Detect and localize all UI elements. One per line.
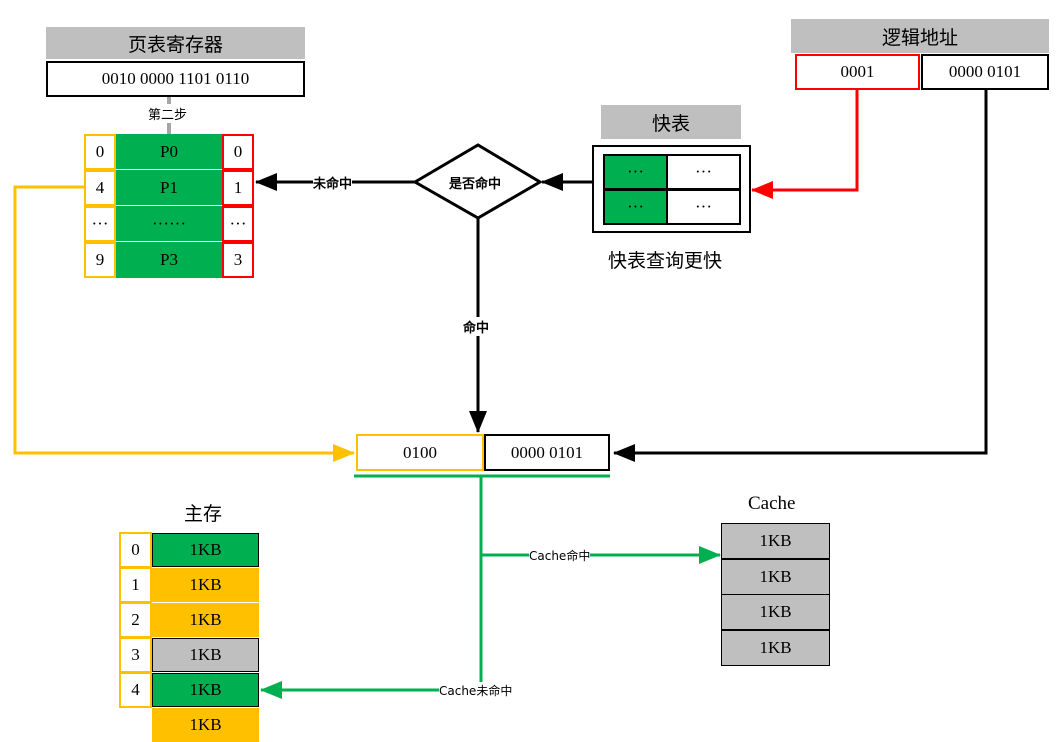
block-index-cell: 0 xyxy=(222,134,254,170)
cache-block: 1KB xyxy=(721,559,830,595)
memory-block: 1KB xyxy=(152,533,259,567)
page-index-cell: ··· xyxy=(84,206,116,242)
physical-frame-field: 0100 xyxy=(356,434,484,471)
memory-block: 1KB xyxy=(152,638,259,672)
tlb-title: 快表 xyxy=(601,105,741,139)
memory-block: 1KB xyxy=(152,708,259,742)
frame-cell: P0 xyxy=(116,134,222,169)
page-index-cell: 0 xyxy=(84,134,116,170)
frame-cell: ······ xyxy=(116,206,222,241)
tlb-cell: ··· xyxy=(666,154,741,190)
memory-index-cell: 3 xyxy=(119,637,152,673)
page-index-cell: 9 xyxy=(84,242,116,278)
main-memory-table: 0 1 2 3 4 1KB 1KB 1KB 1KB 1KB 1KB xyxy=(119,532,261,742)
step-label: 第二步 xyxy=(146,104,190,123)
block-index-cell: 3 xyxy=(222,242,254,278)
cache-miss-label: Cache未命中 xyxy=(439,682,513,699)
memory-block: 1KB xyxy=(152,568,259,602)
offset-arrow xyxy=(613,90,988,462)
page-number-arrow xyxy=(751,90,859,199)
miss-label: 未命中 xyxy=(313,173,353,192)
memory-block: 1KB xyxy=(152,603,259,637)
cache-hit-label: Cache命中 xyxy=(529,547,591,564)
offset-field: 0000 0101 xyxy=(921,54,1049,90)
block-index-cell: 1 xyxy=(222,170,254,206)
page-table: 0 4 ··· 9 P0 P1 ······ P3 0 1 ··· 3 xyxy=(84,134,256,278)
frame-number-arrow xyxy=(13,185,355,462)
tlb-caption: 快表查询更快 xyxy=(608,251,723,272)
tlb-cell: ··· xyxy=(666,189,741,225)
decision-diamond xyxy=(412,143,543,220)
cache-block: 1KB xyxy=(721,523,830,559)
tlb-cell: ··· xyxy=(603,189,668,225)
cache-title: Cache xyxy=(748,493,796,514)
page-register-title: 页表寄存器 xyxy=(46,27,305,59)
cache-table: 1KB 1KB 1KB 1KB xyxy=(721,523,830,666)
frame-cell: P1 xyxy=(116,170,222,205)
physical-offset-field: 0000 0101 xyxy=(484,434,610,471)
page-index-cell: 4 xyxy=(84,170,116,206)
hit-label: 命中 xyxy=(463,317,490,336)
decision-label: 是否命中 xyxy=(449,177,502,192)
memory-index-cell: 2 xyxy=(119,602,152,638)
cache-block: 1KB xyxy=(721,630,830,666)
memory-block: 1KB xyxy=(152,673,259,707)
memory-index-cell: 4 xyxy=(119,672,152,708)
tlb-cell: ··· xyxy=(603,154,668,190)
logical-address-title: 逻辑地址 xyxy=(791,19,1049,53)
memory-index-cell: 0 xyxy=(119,532,152,568)
page-number-field: 0001 xyxy=(795,54,920,90)
block-index-cell: ··· xyxy=(222,206,254,242)
main-memory-title: 主存 xyxy=(184,504,223,525)
memory-index-cell: 1 xyxy=(119,567,152,603)
tlb-table: ··· ··· ··· ··· xyxy=(592,145,751,233)
cache-block: 1KB xyxy=(721,594,830,630)
page-register-value: 0010 0000 1101 0110 xyxy=(46,61,305,97)
frame-cell: P3 xyxy=(116,242,222,278)
